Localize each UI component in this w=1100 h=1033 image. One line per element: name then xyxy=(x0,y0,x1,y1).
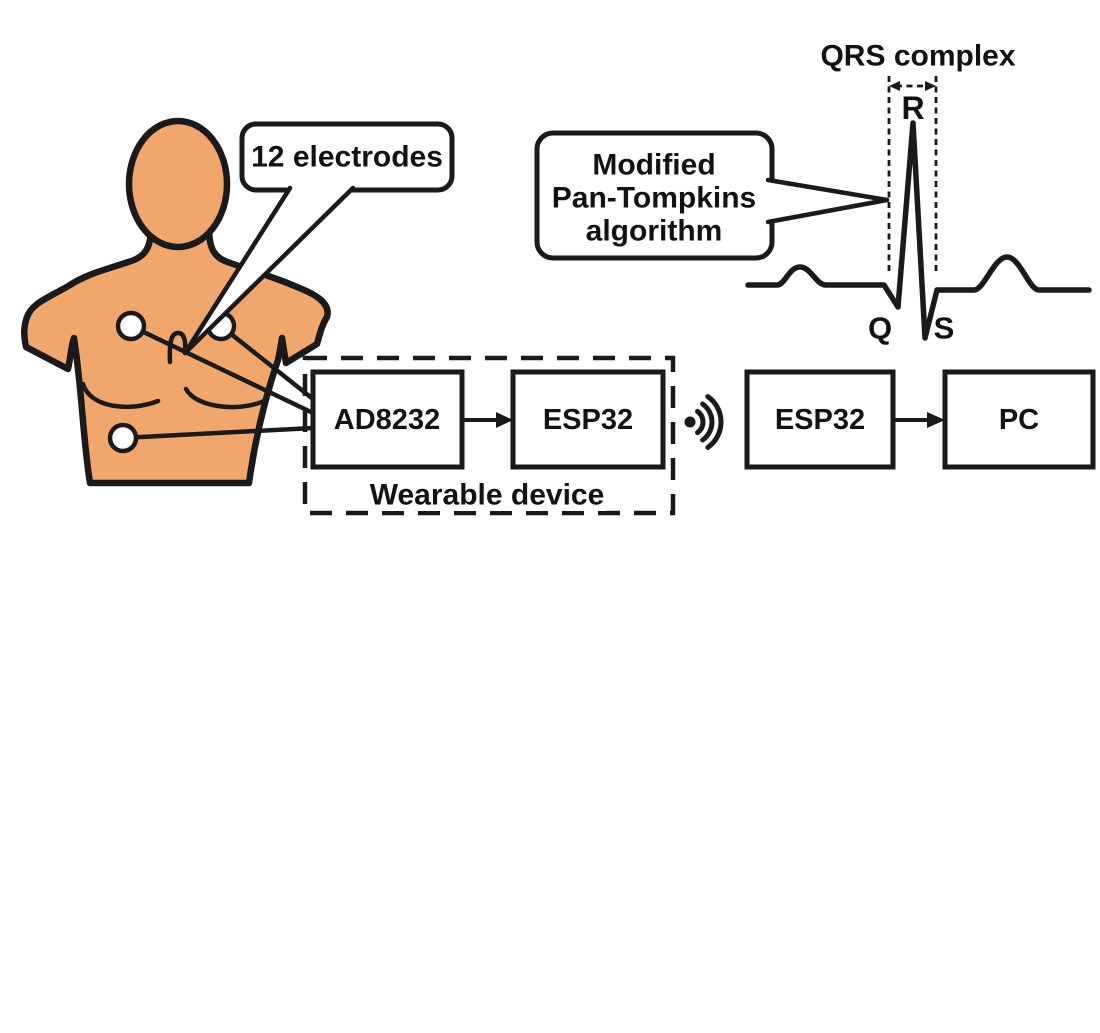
esp32-tx-box xyxy=(510,369,666,470)
esp32-tx-label: ESP32 xyxy=(543,404,633,436)
wearable-device-label: Wearable device xyxy=(370,479,605,512)
pipeline: Wearable device AD8232 ESP32 ESP32 PC xyxy=(302,355,1096,516)
pc-box xyxy=(942,369,1096,470)
algorithm-callout-tail-edge xyxy=(765,177,890,203)
electrodes-callout-tail-edge xyxy=(182,185,356,356)
pc-label: PC xyxy=(999,404,1039,436)
wifi-dot xyxy=(684,416,696,428)
q-wave-label: Q xyxy=(868,311,892,346)
ecg-trace: QRS complex R Q S xyxy=(745,40,1092,346)
wifi-arc-1 xyxy=(695,408,706,436)
algorithm-label-line3: algorithm xyxy=(586,215,723,248)
qrs-width-arrowhead-right xyxy=(925,81,936,91)
wifi-signal-icon xyxy=(684,394,724,450)
torso-body xyxy=(21,224,331,487)
esp32-rx-label: ESP32 xyxy=(775,404,865,436)
right-pec-line xyxy=(183,386,267,410)
ad8232-box xyxy=(310,369,465,470)
electrode-lower xyxy=(107,422,139,454)
s-wave-label: S xyxy=(934,311,955,346)
wearable-label-backdrop xyxy=(368,479,606,511)
electrode-wire-lower xyxy=(122,425,314,441)
wearable-device-group xyxy=(302,355,676,516)
arrowhead-ad8232-to-esp32 xyxy=(496,412,513,428)
qrs-title: QRS complex xyxy=(820,40,1015,73)
electrodes-callout-tail-edge xyxy=(182,185,293,356)
qrs-width-arrowhead-left xyxy=(889,81,900,91)
left-pec-line xyxy=(80,381,161,409)
algorithm-callout: Modified Pan-Tompkins algorithm xyxy=(534,130,890,261)
r-wave-label: R xyxy=(901,90,924,126)
electrode-wire-right xyxy=(219,324,315,401)
wifi-arc-3 xyxy=(705,394,724,450)
algorithm-label-line1: Modified xyxy=(592,149,715,182)
algorithm-label-line2: Pan-Tompkins xyxy=(552,182,756,215)
ad8232-label: AD8232 xyxy=(334,404,440,436)
patient-torso xyxy=(21,117,331,487)
head xyxy=(125,117,231,251)
algorithm-callout-tail-edge xyxy=(765,197,890,225)
arrowhead-esp32-to-pc xyxy=(927,412,945,428)
electrodes-callout: 12 electrodes xyxy=(182,121,455,356)
electrode-wire-left xyxy=(130,323,314,416)
ecg-waveform xyxy=(745,120,1092,341)
esp32-rx-box xyxy=(744,369,896,470)
wifi-arc-2 xyxy=(700,401,715,443)
electrode-left xyxy=(115,310,147,342)
algorithm-callout-tail xyxy=(768,178,887,224)
electrodes-callout-label: 12 electrodes xyxy=(251,141,443,174)
